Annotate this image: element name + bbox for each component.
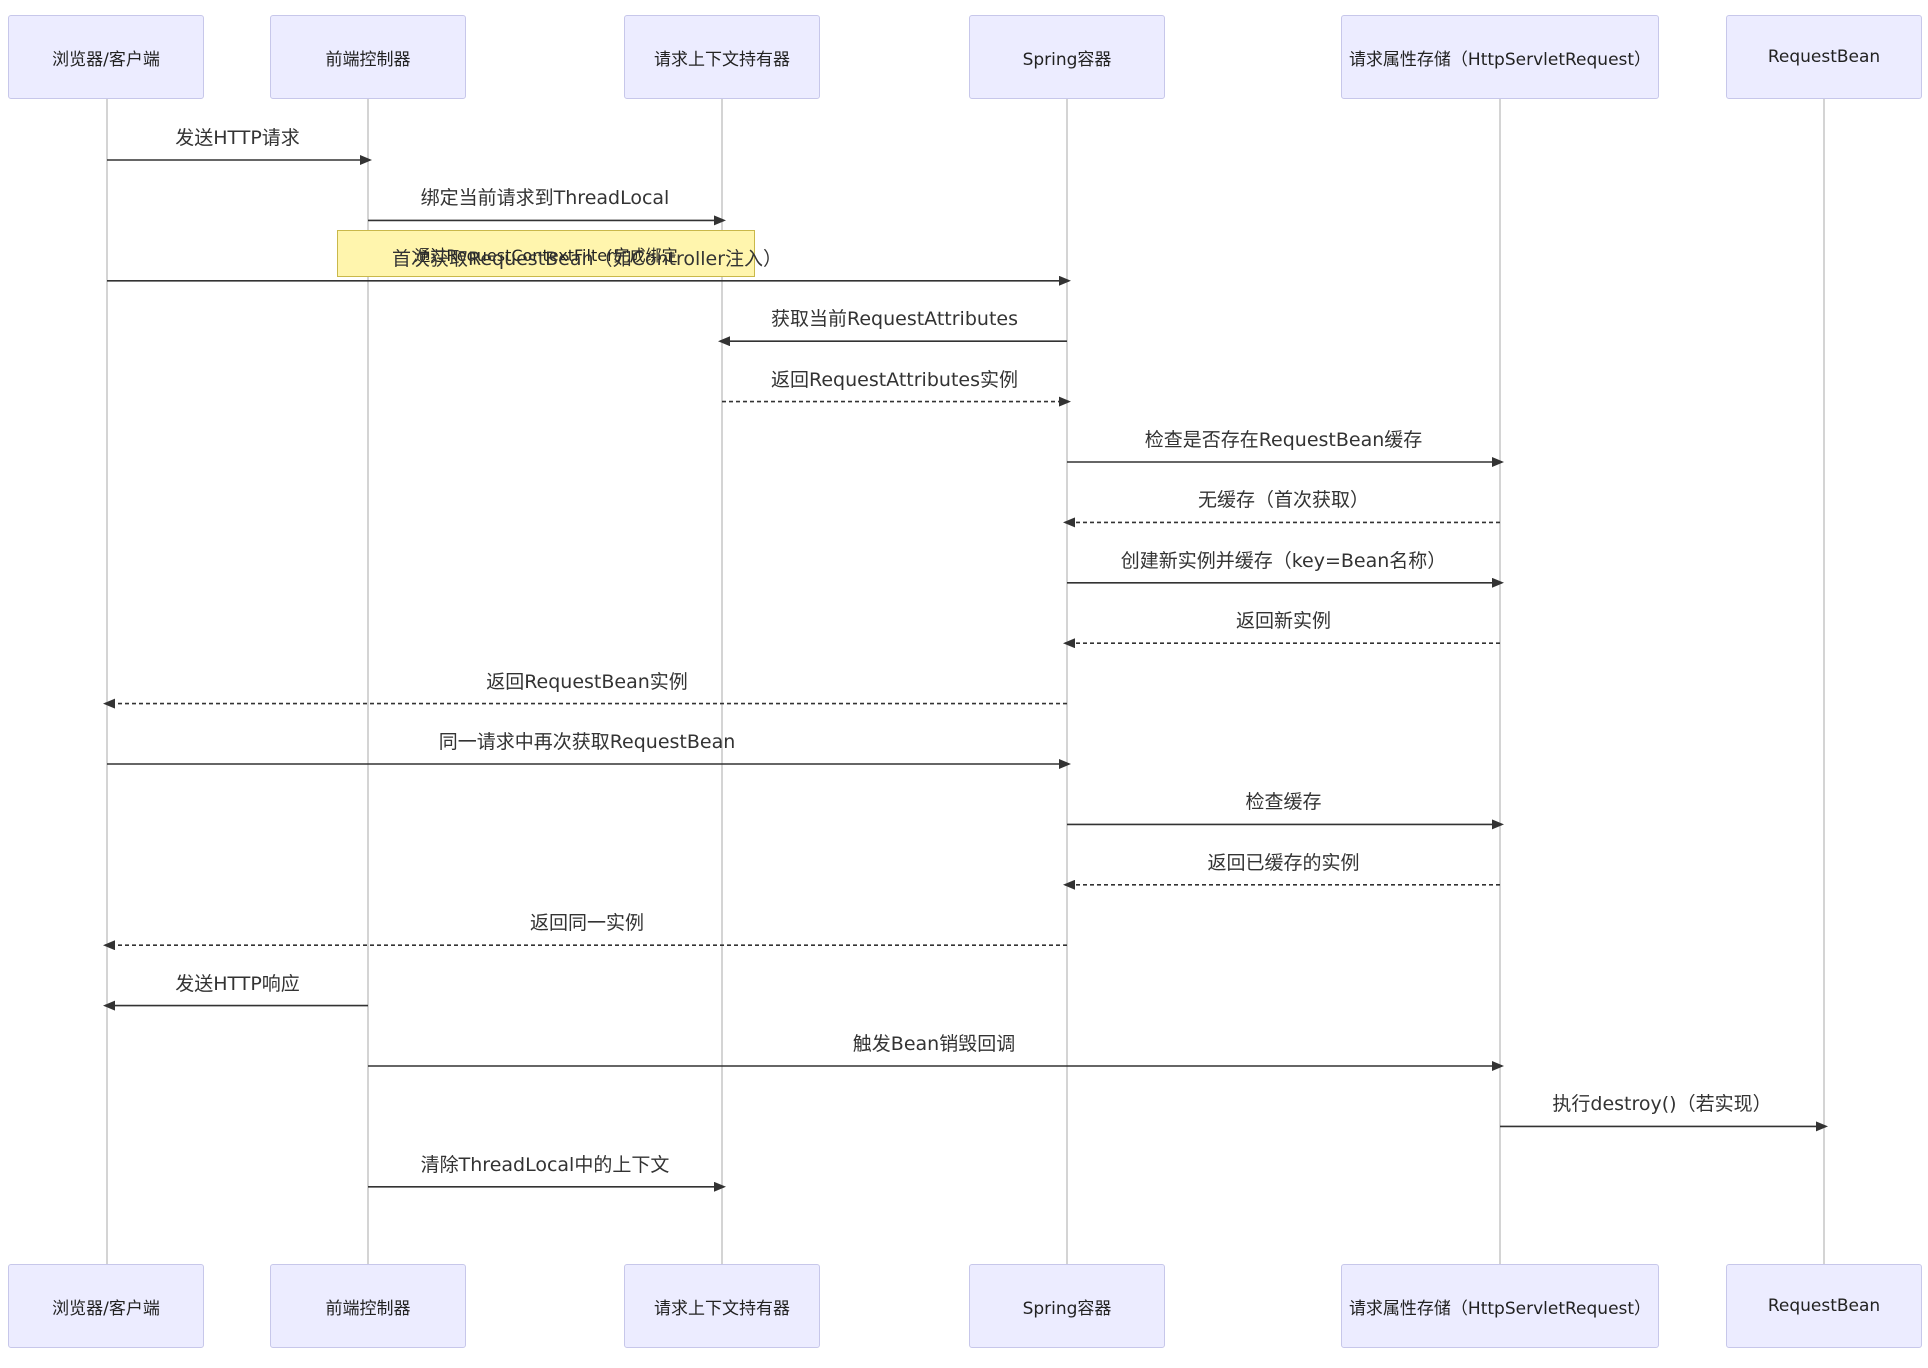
participant-bottom-frontend: 前端控制器 <box>270 1264 466 1348</box>
participant-bottom-attrs: 请求属性存储（HttpServletRequest） <box>1341 1264 1659 1348</box>
message-label: 检查是否存在RequestBean缓存 <box>1144 429 1423 451</box>
participant-top-bean: RequestBean <box>1726 15 1922 99</box>
message-label: 执行destroy()（若实现） <box>1552 1093 1772 1116</box>
participant-top-attrs: 请求属性存储（HttpServletRequest） <box>1341 15 1659 99</box>
message-label: 绑定当前请求到ThreadLocal <box>420 187 670 210</box>
message-label: 检查缓存 <box>1245 791 1322 814</box>
message-label: 返回已缓存的实例 <box>1207 851 1360 874</box>
message-label: 发送HTTP请求 <box>175 127 300 149</box>
note-request-context-filter: 通过RequestContextFilter完成绑定 <box>337 230 755 277</box>
message-label: 创建新实例并缓存（key=Bean名称） <box>1120 549 1447 572</box>
message-label: 触发Bean销毁回调 <box>852 1033 1016 1055</box>
message-label: 返回新实例 <box>1235 610 1332 633</box>
participant-top-frontend: 前端控制器 <box>270 15 466 99</box>
message-label: 返回RequestBean实例 <box>486 670 688 693</box>
participant-top-holder: 请求上下文持有器 <box>624 15 820 99</box>
message-label: 发送HTTP响应 <box>175 972 300 995</box>
participant-bottom-spring: Spring容器 <box>969 1264 1165 1348</box>
message-label: 无缓存（首次获取） <box>1197 489 1370 512</box>
participant-top-spring: Spring容器 <box>969 15 1165 99</box>
message-label: 清除ThreadLocal中的上下文 <box>420 1153 670 1176</box>
participant-bottom-holder: 请求上下文持有器 <box>624 1264 820 1348</box>
message-label: 返回同一实例 <box>529 912 645 935</box>
participant-bottom-bean: RequestBean <box>1726 1264 1922 1348</box>
message-label: 同一请求中再次获取RequestBean <box>438 731 736 753</box>
participant-top-browser: 浏览器/客户端 <box>8 15 204 99</box>
message-label: 获取当前RequestAttributes <box>771 308 1018 331</box>
message-label: 首次获取RequestBean（如Controller注入） <box>391 247 783 270</box>
message-label: 返回RequestAttributes实例 <box>771 368 1018 391</box>
participant-bottom-browser: 浏览器/客户端 <box>8 1264 204 1348</box>
